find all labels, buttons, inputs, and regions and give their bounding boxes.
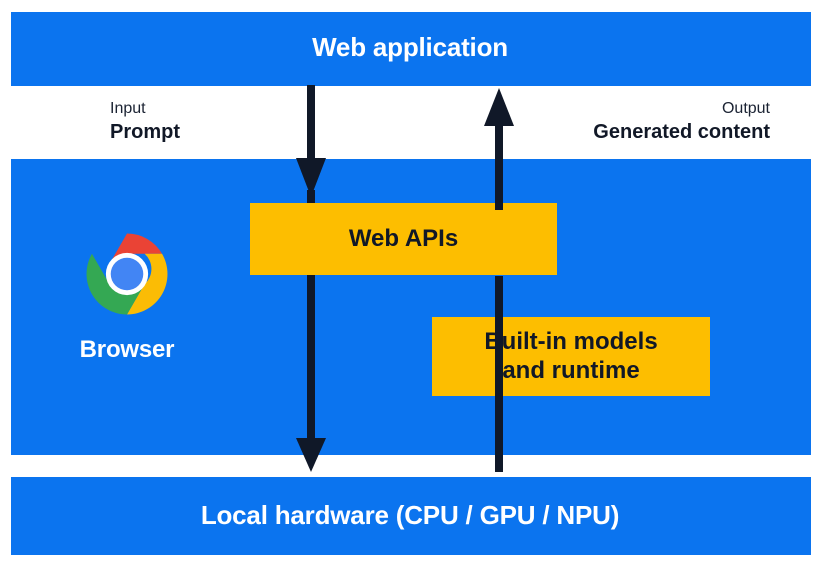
chrome-logo-icon xyxy=(86,233,168,315)
card-built-in-models[interactable]: Built-in models and runtime xyxy=(432,317,710,396)
web-application-label: Web application xyxy=(312,32,508,62)
input-flow-kind: Input xyxy=(110,100,146,117)
layer-local-hardware xyxy=(11,477,811,555)
card-web-apis-label: Web APIs xyxy=(348,224,459,252)
card-built-in-models-label: Built-in models and runtime xyxy=(474,328,667,386)
card-web-apis[interactable]: Web APIs xyxy=(250,203,557,275)
input-flow-label: Input Prompt xyxy=(110,100,180,144)
browser-label: Browser xyxy=(79,336,175,363)
card-built-in-models-line2: and runtime xyxy=(502,356,640,384)
input-flow-value: Prompt xyxy=(110,120,180,143)
local-hardware-label: Local hardware (CPU / GPU / NPU) xyxy=(200,500,620,530)
output-flow-label: Output Generated content xyxy=(593,100,770,144)
layer-web-application xyxy=(11,12,811,86)
output-flow-kind: Output xyxy=(721,100,770,117)
output-flow-value: Generated content xyxy=(593,120,770,143)
browser-group: Browser xyxy=(42,230,212,364)
card-built-in-models-line1: Built-in models xyxy=(484,327,658,355)
